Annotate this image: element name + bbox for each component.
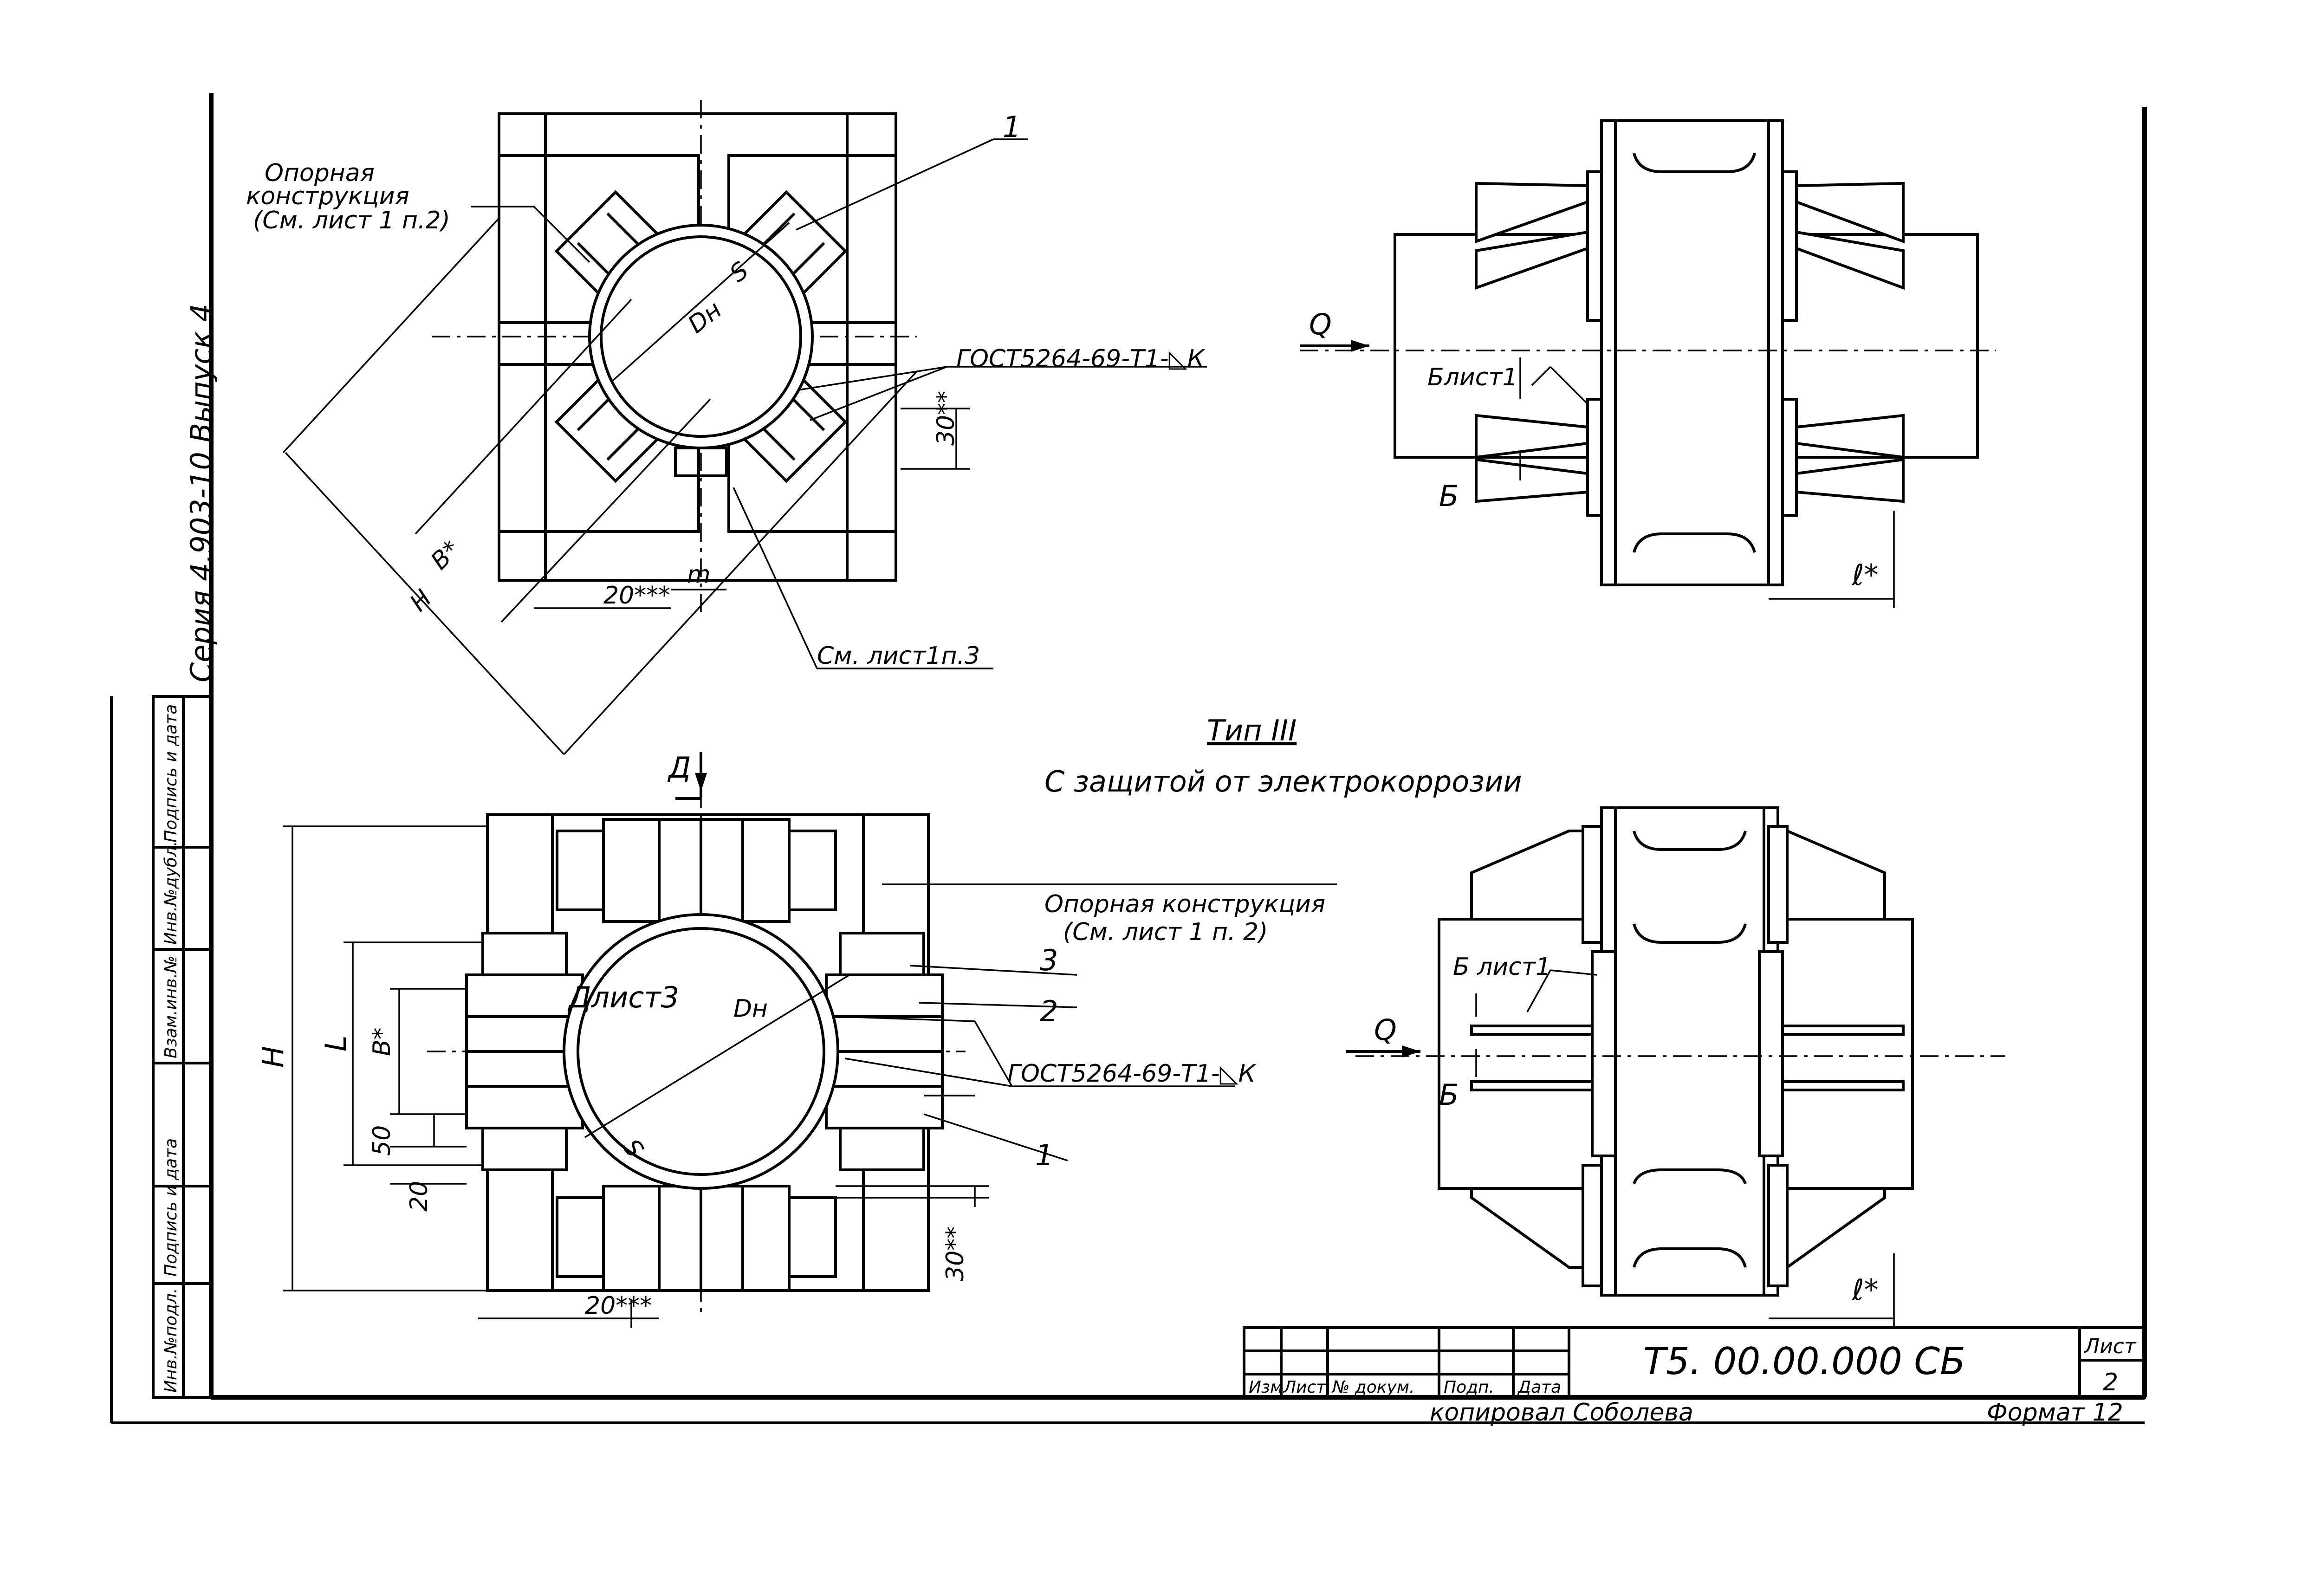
left-strip-1: Подпись и дата [162, 1138, 181, 1277]
gost-bottom: ГОСТ5264-69-Т1-◺К [1007, 1060, 1257, 1088]
pos-1-bottom: 1 [1035, 1138, 1053, 1172]
title-col-0: Изм [1249, 1378, 1283, 1397]
dim-q-bottom: Q [1374, 1013, 1397, 1047]
dim-l-bottom: L [319, 1035, 353, 1051]
dim-dh-bottom: Dн [733, 995, 768, 1023]
dim-30-top: 30** [932, 391, 960, 446]
left-strip-3: Инв.№дубл. [162, 841, 181, 945]
series-label: Серия 4.903-10 Выпуск 4 [184, 304, 218, 682]
support-top-line2: конструкция [246, 182, 409, 210]
dim-h-bottom: Н [256, 1046, 290, 1068]
left-strip-2: Взам.инв.№ [162, 955, 181, 1058]
see-sheet: См. лист1п.3 [817, 642, 980, 670]
type-title: Тип III [1207, 714, 1297, 747]
bottom-left-view: Д Опорная конструкция (См. лист 1 п. 2) [256, 751, 1337, 1328]
drawing-code: Т5. 00.00.000 СБ [1643, 1340, 1965, 1383]
dim-l-bottom-right: ℓ* [1852, 1273, 1879, 1307]
sheet-label: Лист [2083, 1335, 2137, 1358]
title-block: Изм Лист № докум. Подп. Дата Т5. 00.00.0… [1243, 1326, 2146, 1427]
title-col-3: Подп. [1444, 1378, 1494, 1397]
dim-b-top-right: Б [1439, 479, 1459, 513]
gost-top: ГОСТ5264-69-Т1-◺К [956, 345, 1206, 373]
sheet-number: 2 [2103, 1369, 2118, 1396]
left-strip-0: Инв.№подл. [162, 1288, 181, 1393]
dim-b-sheet-top: Блист1 [1427, 363, 1518, 391]
bottom-right-view: Q Б лист1 Б ℓ* [1346, 806, 2005, 1328]
support-top-line3: (См. лист 1 п.2) [253, 207, 450, 234]
title-col-4: Дата [1517, 1378, 1561, 1397]
dim-d-sheet: Длист3 [567, 980, 679, 1014]
format-label: Формат 12 [1987, 1399, 2123, 1427]
dim-50: 50 [368, 1125, 396, 1156]
dim-b-sheet-bottom: Б лист1 [1453, 953, 1551, 981]
dim-30-bottom: 30** [941, 1226, 969, 1281]
top-right-view: Q Блист1 Б ℓ* [1300, 119, 1996, 608]
support-top-line1: Опорная [265, 159, 375, 187]
dim-b-bottom: В* [368, 1027, 396, 1056]
pos-3: 3 [1040, 943, 1058, 977]
pos-1-top: 1 [1003, 110, 1021, 144]
dim-20-vert: 20 [405, 1181, 433, 1212]
dim-d-arrow: Д [667, 751, 691, 785]
left-strip-4: Подпись и дата [162, 704, 181, 843]
left-stamp-strip: Инв.№подл. Подпись и дата Взам.инв.№ Инв… [152, 695, 213, 1399]
title-col-2: № докум. [1331, 1378, 1414, 1397]
title-col-1: Лист [1283, 1378, 1326, 1397]
dim-20-top: 20*** [603, 582, 670, 610]
top-left-view: Опорная конструкция (См. лист 1 п.2) 1 D… [246, 100, 1207, 755]
dim-20-bottom: 20*** [585, 1292, 652, 1320]
support-bottom-line1: Опорная конструкция [1044, 890, 1325, 918]
dim-m: m [687, 561, 711, 589]
pos-2: 2 [1040, 994, 1058, 1028]
support-bottom-line2: (См. лист 1 п. 2) [1063, 918, 1268, 946]
copied-by: копировал Соболева [1430, 1399, 1693, 1427]
dim-b-top: В* [426, 535, 466, 575]
dim-b-bottom-right: Б [1439, 1078, 1459, 1112]
dim-q-top: Q [1309, 307, 1332, 341]
type-subtitle: С защитой от электрокоррозии [1044, 765, 1522, 798]
dim-l-top: ℓ* [1852, 558, 1879, 592]
